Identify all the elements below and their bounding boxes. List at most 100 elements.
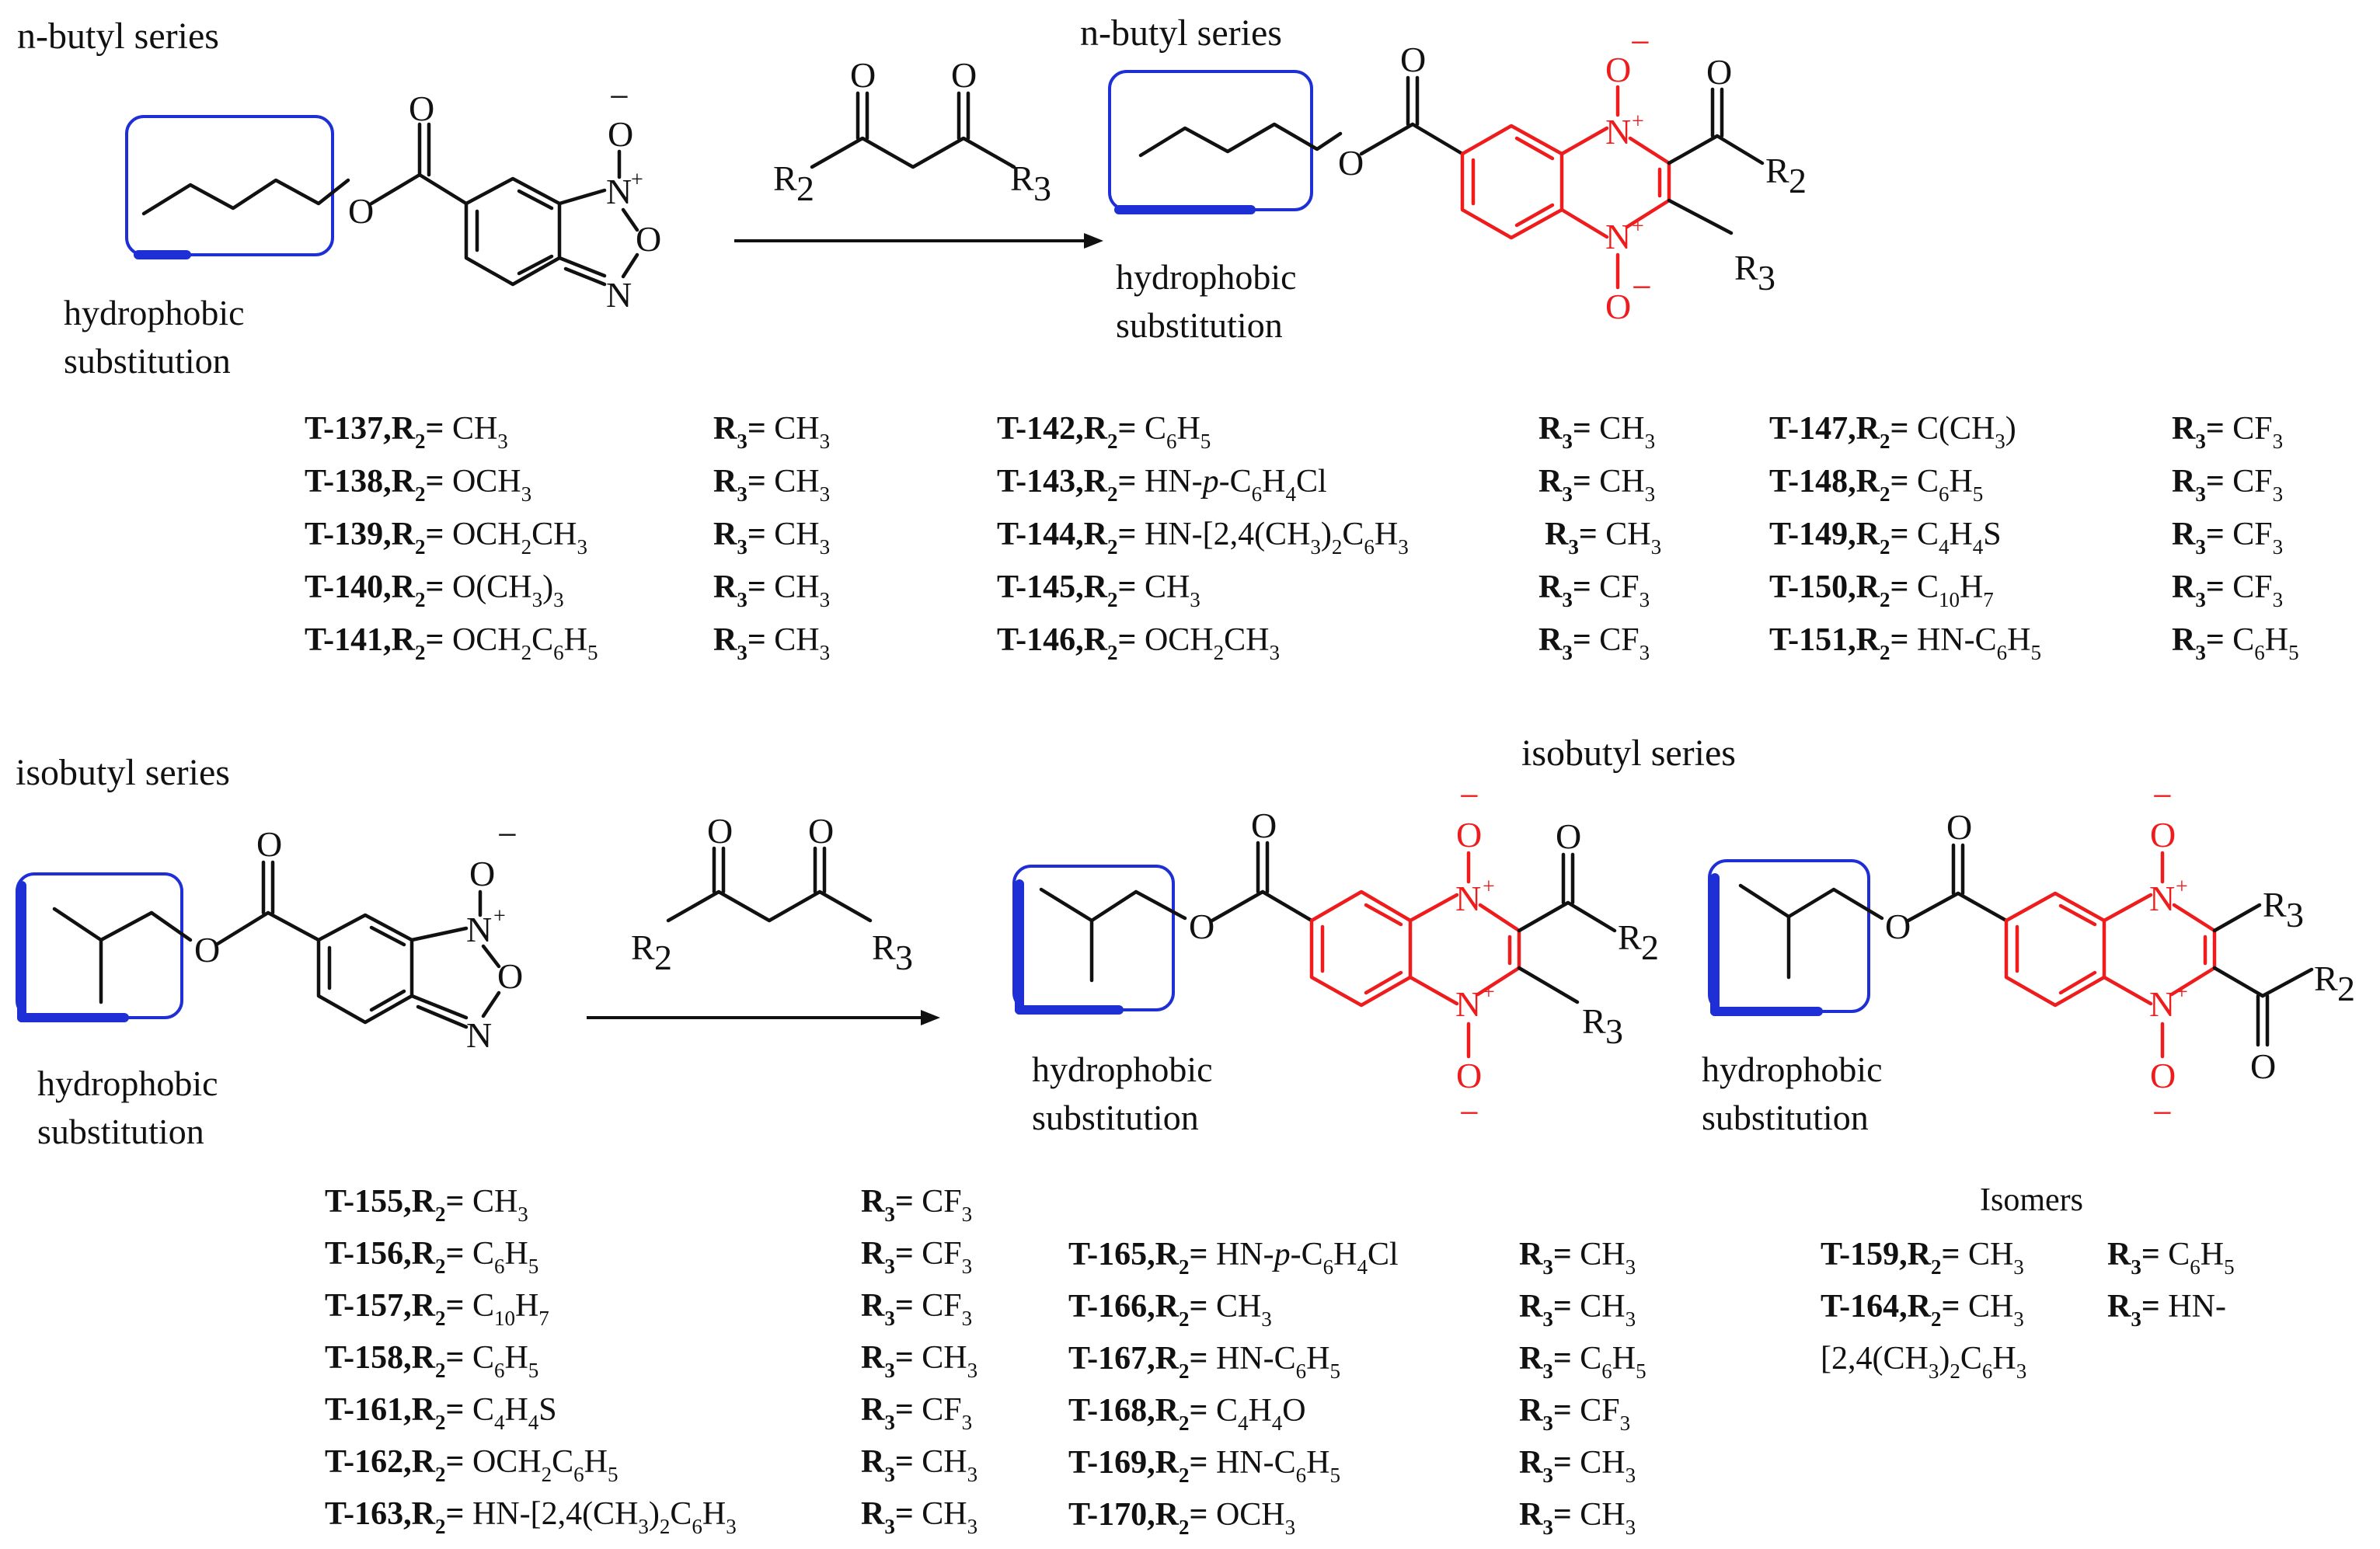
svg-text:O: O xyxy=(2150,1056,2176,1095)
compound-row-r3: R3= CF3 xyxy=(861,1392,972,1434)
svg-text:substitution: substitution xyxy=(1116,305,1283,345)
svg-text:O: O xyxy=(1885,907,1911,946)
svg-text:R: R xyxy=(1582,1001,1606,1041)
svg-text:O: O xyxy=(1189,907,1214,946)
svg-text:O: O xyxy=(1456,815,1482,855)
svg-text:−: − xyxy=(2152,1093,2173,1133)
compound-row-r3: R3= CF3 xyxy=(2172,517,2283,559)
svg-text:R: R xyxy=(2263,885,2287,924)
svg-text:−: − xyxy=(609,77,629,117)
svg-text:+: + xyxy=(1483,980,1495,1004)
compound-row-r2: T-144,R2= HN-[2,4(CH3)2C6H3 xyxy=(997,517,1409,559)
svg-text:3: 3 xyxy=(1758,258,1775,298)
compound-row-r3: R3= CH3 xyxy=(713,464,830,506)
svg-text:O: O xyxy=(1400,40,1426,79)
svg-text:+: + xyxy=(1632,110,1644,134)
svg-text:−: − xyxy=(497,815,517,855)
svg-text:N: N xyxy=(2149,879,2175,918)
compound-row-r3: R3= CF3 xyxy=(2172,411,2283,453)
compound-row-r2: T-158,R2= C6H5 xyxy=(325,1340,538,1382)
compound-row-r2: T-156,R2= C6H5 xyxy=(325,1236,538,1278)
compound-row-r2: T-162,R2= OCH2C6H5 xyxy=(325,1444,618,1486)
compound-row-r2: T-148,R2= C6H5 xyxy=(1769,464,1983,506)
isobutyl-benzofuroxan-structure: O O N + O N O − xyxy=(16,815,523,1055)
compound-row-r2: T-142,R2= C6H5 xyxy=(997,411,1211,453)
reaction-arrowhead-bottom xyxy=(921,1010,940,1025)
svg-text:R: R xyxy=(1734,248,1758,287)
svg-text:hydrophobic: hydrophobic xyxy=(1032,1049,1213,1089)
svg-text:2: 2 xyxy=(654,938,672,977)
compound-row-r3: R3= CH3 xyxy=(1545,517,1661,559)
compound-row-r3: R3= CH3 xyxy=(713,569,830,611)
compound-row-r2: T-155,R2= CH3 xyxy=(325,1184,528,1226)
compound-row-r2: T-143,R2= HN-p-C6H4Cl xyxy=(997,464,1327,506)
compound-row-r3: R3= CF3 xyxy=(1519,1393,1630,1435)
compound-row-r2: T-157,R2= C10H7 xyxy=(325,1288,549,1330)
svg-text:O: O xyxy=(850,55,876,95)
svg-text:O: O xyxy=(1251,806,1277,845)
svg-text:O: O xyxy=(256,824,282,864)
compound-row-r3: R3= CF3 xyxy=(861,1236,972,1278)
svg-text:O: O xyxy=(951,55,977,95)
compound-row-r3: R3= CH3 xyxy=(713,622,830,664)
carbonyl-oxygen-label: O xyxy=(409,89,434,128)
svg-text:−: − xyxy=(1459,776,1479,816)
svg-text:−: − xyxy=(1630,23,1650,62)
compound-row-r2: T-161,R2= C4H4S xyxy=(325,1392,557,1434)
compound-row-r2: T-165,R2= HN-p-C6H4Cl xyxy=(1068,1237,1399,1279)
svg-text:2: 2 xyxy=(1789,161,1807,200)
nbutyl-chain xyxy=(141,178,350,216)
svg-text:R: R xyxy=(872,928,896,967)
compound-row-r2: T-150,R2= C10H7 xyxy=(1769,569,1994,611)
compound-row-r3: R3= CH3 xyxy=(1519,1497,1636,1539)
svg-text:R: R xyxy=(1010,158,1034,198)
compound-row-r2: T-163,R2= HN-[2,4(CH3)2C6H3 xyxy=(325,1496,737,1538)
ring-oxygen-label: O xyxy=(636,219,661,259)
compound-row-r3: R3= CF3 xyxy=(1538,622,1650,664)
compound-row-r3: R3= CF3 xyxy=(2172,464,2283,506)
svg-text:2: 2 xyxy=(1641,928,1659,967)
compound-row-r3: R3= CH3 xyxy=(1538,411,1655,453)
svg-text:O: O xyxy=(1556,816,1581,856)
compound-row-r3: R3= CH3 xyxy=(861,1496,977,1538)
compound-row-r3: R3= CH3 xyxy=(861,1340,977,1382)
n-oxide-oxygen-label: O xyxy=(608,114,633,154)
svg-text:N: N xyxy=(1605,217,1631,256)
compound-row-r2: T-149,R2= C4H4S xyxy=(1769,517,2002,559)
svg-text:O: O xyxy=(808,811,834,851)
svg-text:+: + xyxy=(1632,214,1644,238)
compound-row-r3: R3= CH3 xyxy=(861,1444,977,1486)
compound-row-r2: T-167,R2= HN-C6H5 xyxy=(1068,1341,1340,1383)
svg-text:−: − xyxy=(2152,776,2173,816)
svg-text:O: O xyxy=(497,956,523,996)
svg-text:R: R xyxy=(631,928,655,967)
isomer-r3-continuation: [2,4(CH3)2C6H3 xyxy=(1821,1341,2026,1383)
isomers-title: Isomers xyxy=(1980,1182,2083,1218)
svg-text:substitution: substitution xyxy=(37,1112,204,1151)
compound-row-r3: R3= CF3 xyxy=(2172,569,2283,611)
svg-text:O: O xyxy=(1706,52,1732,92)
svg-text:N: N xyxy=(1605,112,1631,151)
compound-row-r3: R3= CH3 xyxy=(1519,1445,1636,1487)
svg-text:O: O xyxy=(1338,143,1364,183)
hydrophobic-label-line2: substitution xyxy=(64,341,231,381)
svg-text:N: N xyxy=(466,1015,492,1055)
svg-text:R: R xyxy=(1618,917,1642,957)
ester-oxygen-label: O xyxy=(348,191,374,231)
svg-text:hydrophobic: hydrophobic xyxy=(1702,1049,1883,1089)
compound-row-r3: R3= CH3 xyxy=(713,411,830,453)
isobutyl-product-series-title: isobutyl series xyxy=(1521,733,1736,774)
compound-row-r2: T-159,R2= CH3 xyxy=(1821,1237,2024,1279)
nbutyl-start-series-title: n-butyl series xyxy=(17,16,219,57)
compound-row-r3: R3= CF3 xyxy=(861,1288,972,1330)
isobutyl-start-series-title: isobutyl series xyxy=(16,752,230,793)
compound-row-r3: R3= CF3 xyxy=(861,1184,972,1226)
svg-text:O: O xyxy=(2150,815,2176,855)
